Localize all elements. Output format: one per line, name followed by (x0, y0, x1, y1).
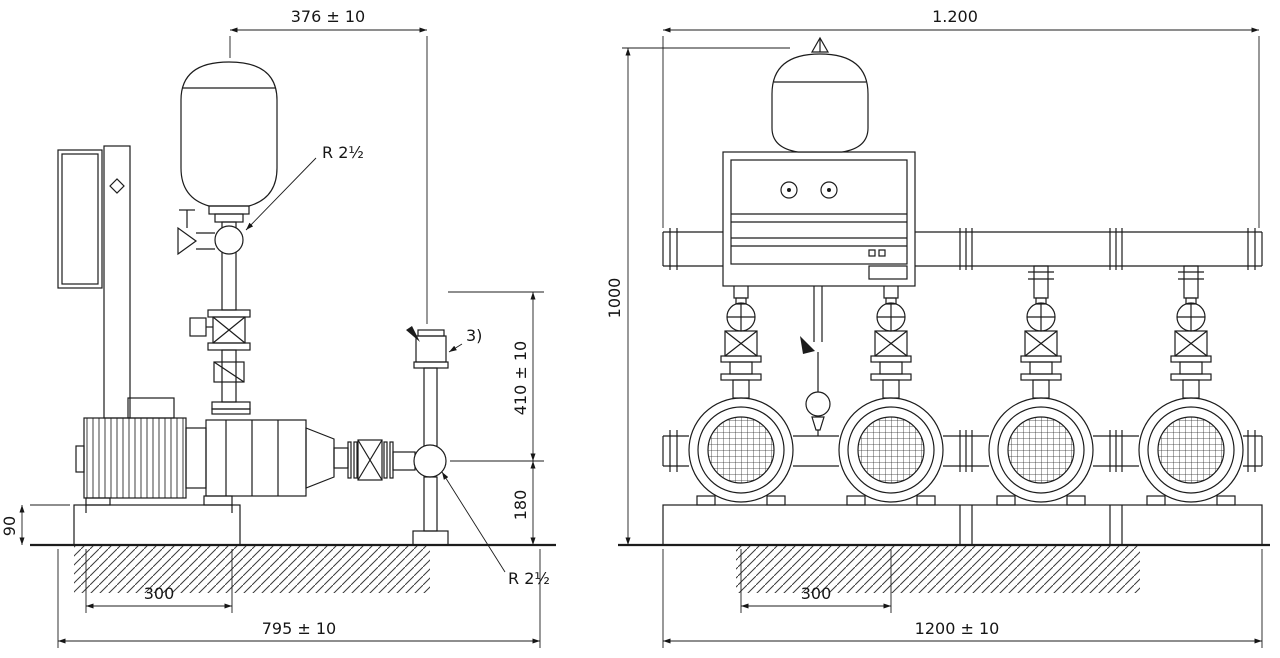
front-view: 1.200 1000 300 1200 ± 10 (605, 7, 1270, 648)
front-ground-hatch (736, 546, 1140, 593)
pressure-sensor-assembly (800, 286, 831, 436)
front-ground-and-base (618, 504, 1270, 593)
dim-410-label: 410 ± 10 (511, 341, 530, 415)
front-diaphragm-tank (771, 36, 869, 153)
side-pump-unit (75, 397, 416, 499)
side-base-slab (73, 504, 241, 546)
side-control-panel (57, 145, 131, 419)
label-r-top: R 2½ (245, 143, 364, 231)
side-ground-hatch (74, 546, 430, 593)
r-connection-bottom-label: R 2½ (508, 569, 550, 588)
r-connection-top-label: R 2½ (322, 143, 364, 162)
label-note-3: 3) (448, 326, 482, 353)
dim-1000-label: 1000 (605, 278, 624, 319)
discharge-cross-fitting (413, 444, 447, 478)
cabinet-nameplate (868, 265, 908, 280)
dim-300-front-label: 300 (801, 584, 832, 603)
bracket-diamond-icon (109, 178, 125, 194)
dim-376-label: 376 ± 10 (291, 7, 365, 26)
front-base-slab (662, 504, 1263, 546)
dim-300-side: 300 (85, 549, 233, 613)
dim-90: 90 (0, 504, 70, 545)
dim-795-label: 795 ± 10 (262, 619, 336, 638)
side-diaphragm-tank (180, 61, 278, 223)
label-r-bottom: R 2½ (441, 471, 550, 588)
control-cabinet (722, 151, 916, 287)
side-riser-pipe (177, 209, 251, 415)
pump-column-3 (988, 265, 1094, 506)
dim-1200-bottom-label: 1200 ± 10 (915, 619, 1000, 638)
pump-column-2 (838, 265, 944, 506)
pump-casing (205, 419, 307, 497)
flow-arrow-icon (800, 336, 815, 354)
dim-300-side-label: 300 (144, 584, 175, 603)
note-3-label: 3) (466, 326, 482, 345)
discharge-manifold (662, 228, 1263, 270)
pump-lantern (185, 427, 207, 489)
pump-column-1 (688, 265, 794, 506)
dim-1200-top-label: 1.200 (932, 7, 978, 26)
suction-manifold (662, 430, 1263, 472)
side-ground-and-base (30, 495, 556, 593)
pressure-gauge (805, 391, 831, 417)
dim-1200-top: 1.200 (662, 7, 1260, 228)
dim-90-label: 90 (0, 516, 19, 536)
dim-376: 376 ± 10 (229, 7, 428, 324)
dim-180: 180 (511, 461, 536, 545)
tank-connection-elbow (214, 225, 244, 255)
side-discharge-riser (406, 326, 449, 546)
dim-1200-bottom: 1200 ± 10 (662, 549, 1263, 648)
motor-body (83, 417, 187, 499)
dim-180-label: 180 (511, 490, 530, 521)
dim-300-front: 300 (740, 549, 892, 613)
dim-1000: 1000 (605, 47, 790, 545)
cabinet-indicator-1 (780, 181, 798, 199)
pump-column-4 (1138, 265, 1244, 506)
dim-410: 410 ± 10 (448, 291, 544, 462)
pump-discharge-cone (305, 427, 335, 489)
dim-795: 795 ± 10 (57, 549, 541, 648)
side-view: 376 ± 10 R 2½ 3) 410 ± 10 180 90 (0, 7, 556, 648)
motor-terminal-box (127, 397, 175, 419)
cabinet-indicator-2 (820, 181, 838, 199)
